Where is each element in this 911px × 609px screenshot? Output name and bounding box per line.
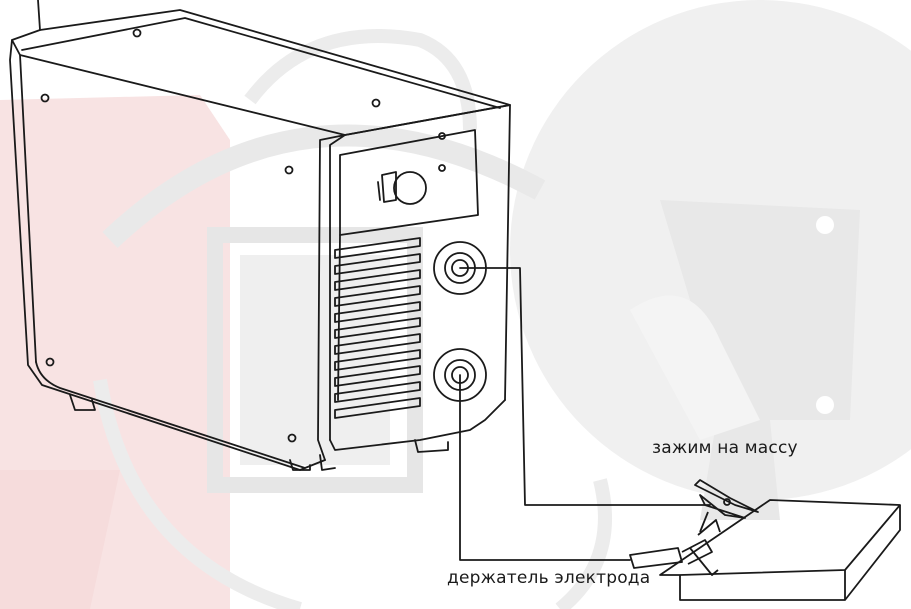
electrode-holder-label: держатель электрода [447, 568, 651, 588]
ground-clamp-label: зажим на массу [652, 438, 798, 458]
